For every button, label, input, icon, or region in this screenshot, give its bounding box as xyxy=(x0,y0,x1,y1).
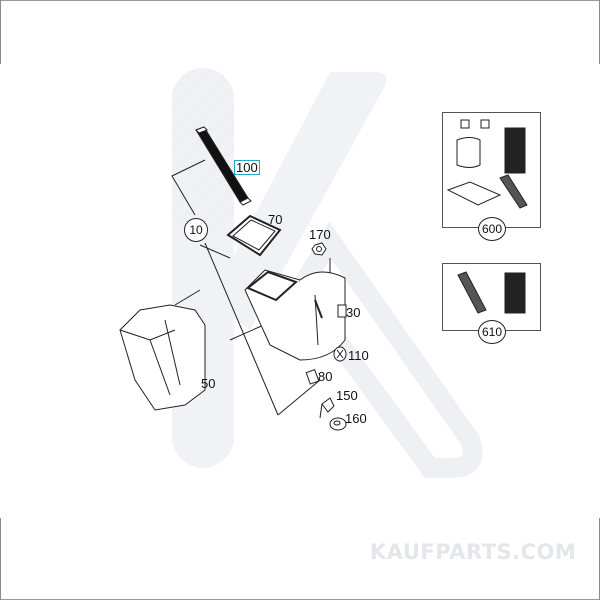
kit-600-box[interactable] xyxy=(442,112,541,228)
leader-line xyxy=(204,242,279,416)
part-150-bracket xyxy=(319,397,335,419)
callout-80[interactable]: 80 xyxy=(318,369,333,384)
part-80-fastener xyxy=(305,369,320,385)
callout-100[interactable]: 100 xyxy=(234,160,260,175)
frame-corner-bracket xyxy=(0,518,1,600)
part-110-grommet xyxy=(333,346,347,362)
part-main-housing xyxy=(244,269,346,361)
kit-label-610[interactable]: 610 xyxy=(478,320,506,344)
part-100-air-filter xyxy=(195,126,252,206)
callout-110[interactable]: 110 xyxy=(348,348,369,363)
kit-610-contents xyxy=(457,271,526,314)
part-160-bushing xyxy=(329,417,347,431)
callout-50[interactable]: 50 xyxy=(201,376,216,391)
part-50-housing xyxy=(119,304,206,411)
frame-corner-bracket xyxy=(0,0,1,64)
callout-150[interactable]: 150 xyxy=(336,388,358,403)
kit-600-contents xyxy=(446,119,528,209)
leader-line xyxy=(171,159,206,216)
callout-160[interactable]: 160 xyxy=(345,411,367,426)
callout-30[interactable]: 30 xyxy=(346,305,361,320)
part-170-nut xyxy=(311,242,327,256)
frame-top-border xyxy=(0,0,600,1)
part-30-clip xyxy=(337,304,347,318)
kit-label-600[interactable]: 600 xyxy=(478,217,506,241)
callout-170[interactable]: 170 xyxy=(309,227,331,242)
callout-70[interactable]: 70 xyxy=(268,212,283,227)
group-label-10[interactable]: 10 xyxy=(184,218,208,242)
part-70-gasket xyxy=(226,214,282,257)
brand-watermark-text: KAUFPARTS.COM xyxy=(370,540,577,564)
